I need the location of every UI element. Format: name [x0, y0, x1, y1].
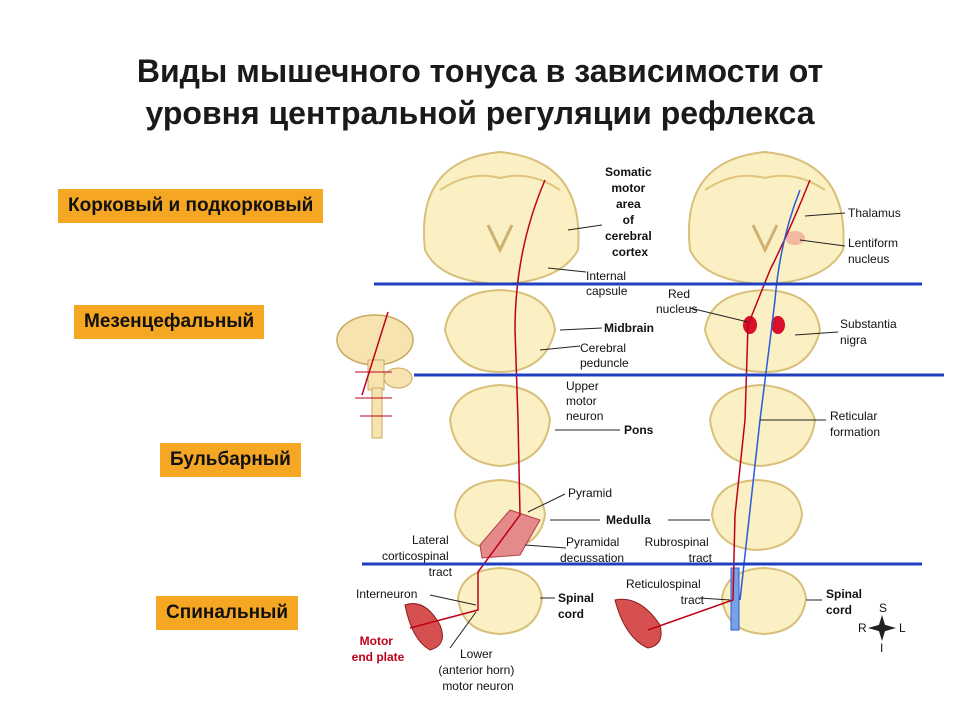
- level-cortical: Корковый и подкорковый: [58, 189, 324, 223]
- compass-icon: S R L I: [858, 601, 906, 655]
- svg-text:R: R: [858, 621, 867, 635]
- label-upper-motor-neuron: Upper motor neuron: [566, 379, 603, 423]
- left-spinal-cord-section: [456, 566, 544, 636]
- label-spinal-cord-left: Spinal cord: [558, 591, 597, 621]
- level-spinal: Спинальный: [156, 596, 299, 630]
- leader-lines: [429, 212, 846, 649]
- svg-text:I: I: [880, 641, 883, 655]
- right-spinal-cord-section: [720, 566, 808, 636]
- label-lentiform-nucleus: Lentiform nucleus: [848, 236, 901, 266]
- title-line-1: Виды мышечного тонуса в зависимости от: [136, 53, 824, 89]
- label-medulla: Medulla: [606, 513, 651, 527]
- level-mesencephalic: Мезенцефальный: [74, 305, 265, 339]
- brain-side-view-icon: [336, 311, 414, 439]
- svg-text:S: S: [879, 601, 887, 615]
- label-motor-end-plate: Motor end plate: [352, 634, 405, 664]
- left-cerebrum-section: [423, 150, 580, 286]
- left-medulla-section: [453, 478, 547, 559]
- label-pyramid: Pyramid: [568, 486, 612, 500]
- right-midbrain-section: [703, 288, 822, 374]
- label-reticulospinal-tract: Reticulospinal tract: [626, 577, 705, 607]
- label-interneuron: Interneuron: [356, 587, 417, 601]
- title-line-2: уровня центральной регуляции рефлекса: [145, 95, 815, 131]
- left-pons-section: [448, 383, 552, 468]
- label-spinal-cord-right: Spinal cord: [826, 587, 865, 617]
- right-muscle: [614, 598, 662, 649]
- label-reticular-formation: Reticular formation: [830, 409, 881, 439]
- label-rubrospinal-tract: Rubrospinal tract: [645, 535, 713, 565]
- label-midbrain: Midbrain: [604, 321, 654, 335]
- label-substantia-nigra: Substantia nigra: [840, 317, 900, 347]
- level-bulbar: Бульбарный: [160, 443, 301, 477]
- label-lower-motor-neuron: Lower (anterior horn) motor neuron: [438, 647, 517, 693]
- label-internal-capsule: Internal capsule: [586, 269, 629, 298]
- page-title: Виды мышечного тонуса в зависимости от у…: [0, 50, 960, 134]
- label-thalamus: Thalamus: [848, 206, 901, 220]
- extrapyramidal-tracts: [647, 179, 811, 631]
- left-midbrain-section: [443, 288, 557, 374]
- label-pyramidal-decussation: Pyramidal decussation: [560, 535, 624, 565]
- label-red-nucleus: Red nucleus: [656, 287, 697, 316]
- label-lateral-corticospinal-tract: Lateral corticospinal tract: [382, 533, 453, 579]
- label-cerebral-peduncle: Cerebral peduncle: [580, 341, 629, 370]
- left-muscle: [404, 603, 443, 651]
- right-cerebrum-section: [688, 150, 845, 286]
- label-pons: Pons: [624, 423, 654, 437]
- right-medulla-section: [710, 478, 804, 552]
- corticospinal-tract: [409, 179, 546, 629]
- svg-text:L: L: [899, 621, 906, 635]
- label-somatic-motor: Somatic motor area of cerebral cortex: [605, 165, 655, 259]
